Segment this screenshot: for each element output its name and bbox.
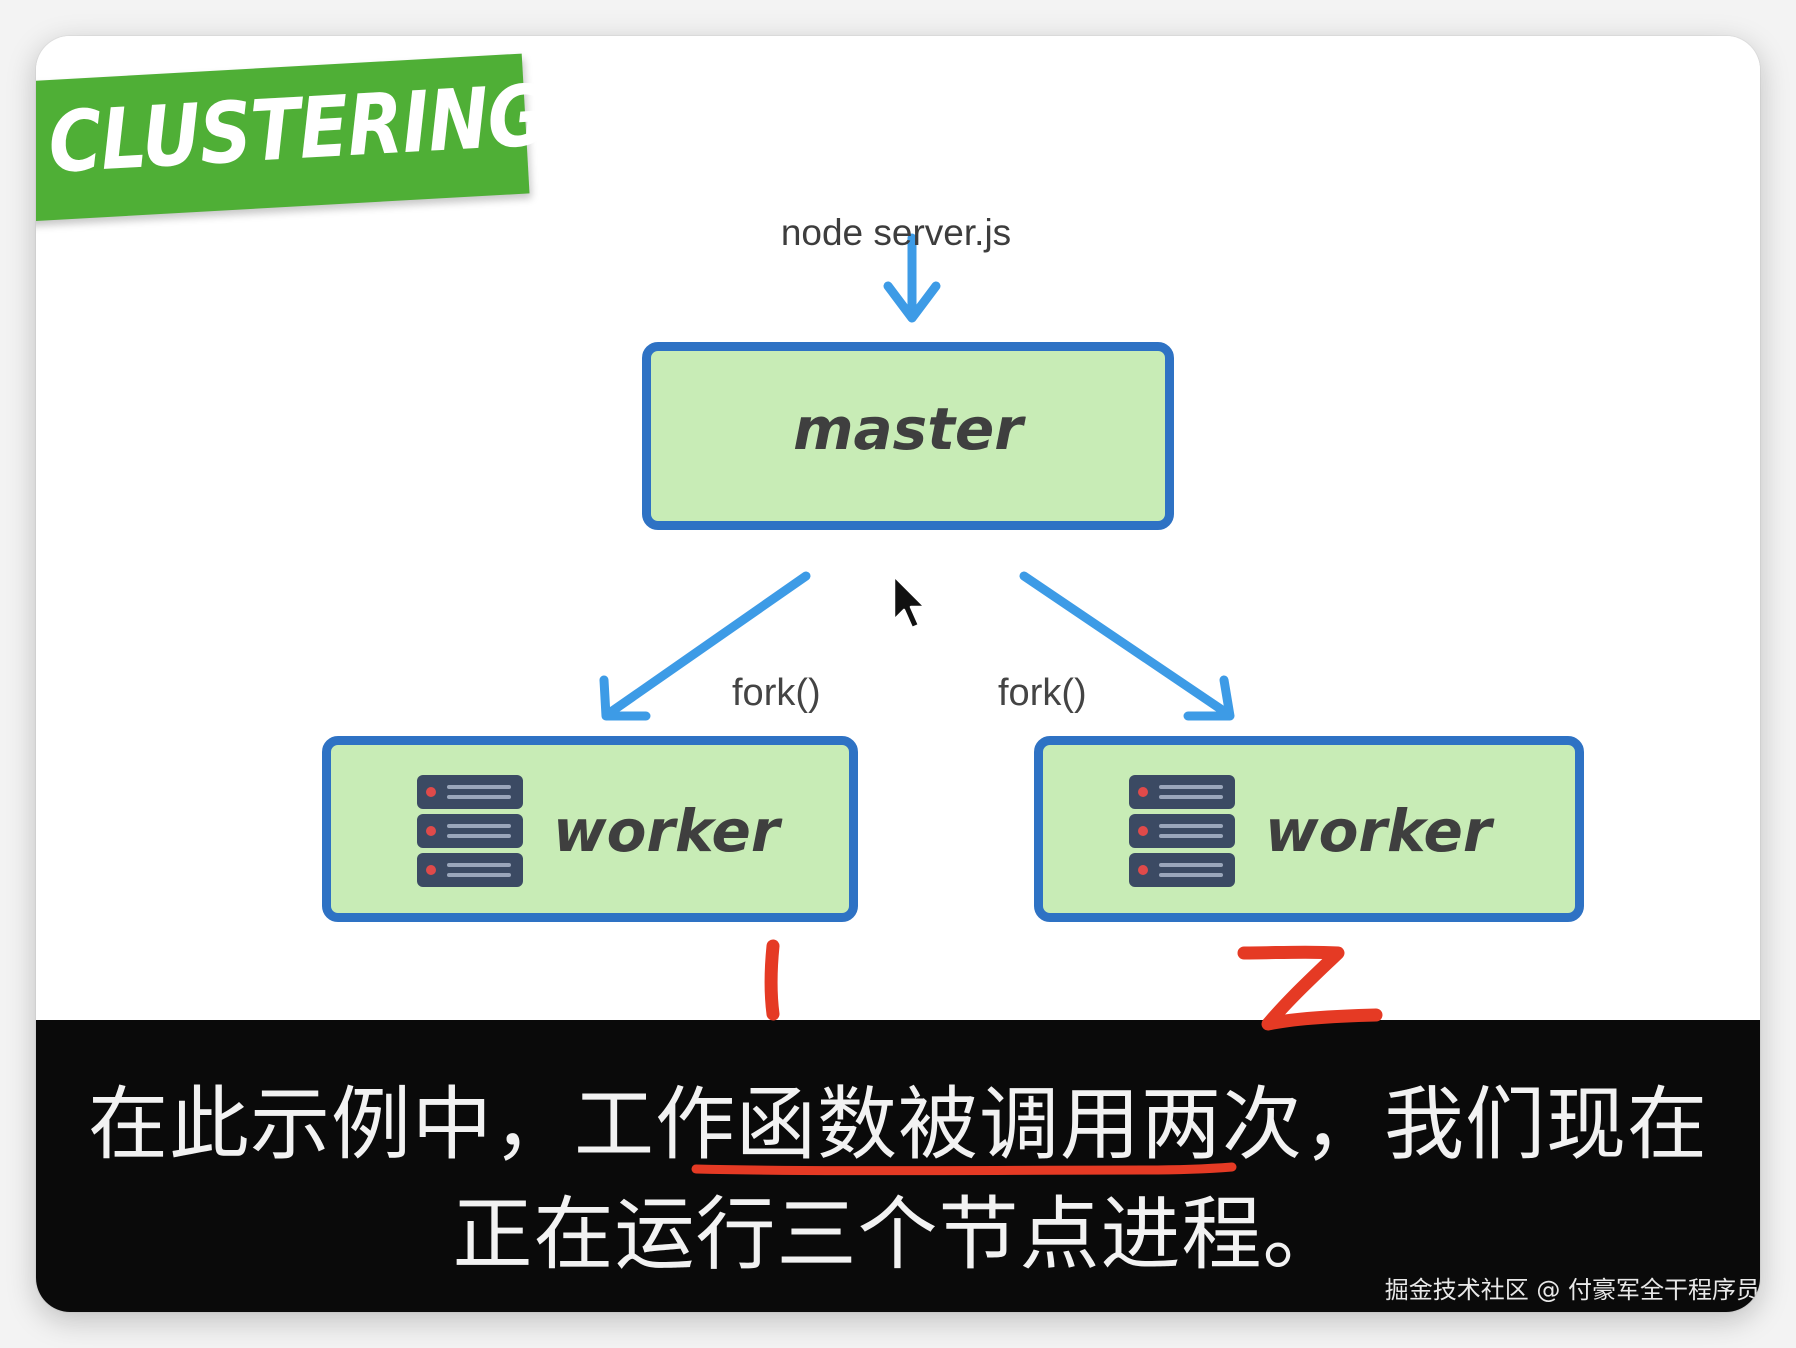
master-box: master: [642, 342, 1174, 530]
fork-arrow-left: [599, 571, 811, 721]
fork-arrow-right: [1019, 571, 1235, 721]
subtitle-line-2: 正在运行三个节点进程。: [452, 1188, 1344, 1281]
slide: CLUSTERING node server.js master fork() …: [36, 36, 1760, 1020]
arrows-layer: [599, 233, 1235, 721]
worker-label-2: worker: [1265, 797, 1492, 865]
server-stack-icon: [1129, 775, 1235, 887]
credit-watermark: 掘金技术社区 @ 付豪军全干程序员: [1384, 1276, 1760, 1304]
fork-right-label: fork(): [998, 672, 1087, 714]
server-stack-icon: [417, 775, 523, 887]
subtitle-line-1: 在此示例中，工作函数被调用两次，我们现在: [88, 1078, 1708, 1171]
worker-box-2: worker: [1034, 736, 1584, 922]
subtitle-bar: 在此示例中，工作函数被调用两次，我们现在 正在运行三个节点进程。 掘金技术社区 …: [36, 1020, 1760, 1312]
video-frame: CLUSTERING node server.js master fork() …: [36, 36, 1760, 1312]
entry-arrow: [883, 233, 941, 323]
fork-left-label: fork(): [732, 672, 821, 714]
worker-box-1: worker: [322, 736, 858, 922]
entry-command-label: node server.js: [780, 212, 1012, 253]
worker-label-1: worker: [553, 797, 780, 865]
master-label: master: [793, 395, 1023, 463]
mouse-cursor-icon: [892, 574, 927, 630]
